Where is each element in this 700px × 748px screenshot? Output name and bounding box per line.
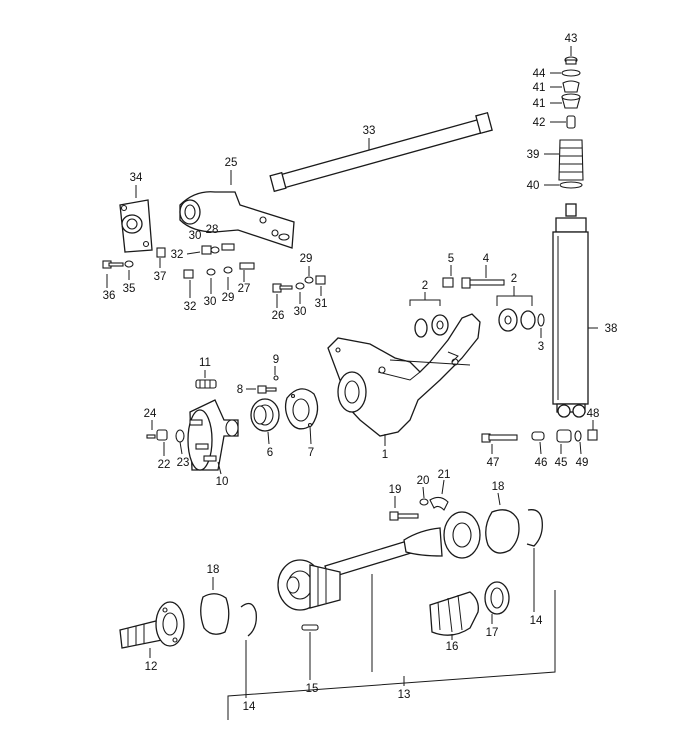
label-30-top: 30 (189, 230, 202, 242)
label-7: 7 (308, 447, 314, 459)
label-37: 37 (154, 271, 167, 283)
label-19: 19 (389, 484, 402, 496)
label-41-lower: 41 (533, 98, 546, 110)
wheel-hub (187, 379, 239, 471)
cv-joint-right (443, 509, 543, 559)
label-1: 1 (382, 449, 388, 461)
label-20: 20 (417, 475, 430, 487)
label-14-left: 14 (243, 701, 256, 713)
label-13: 13 (398, 689, 411, 701)
label-2-right: 2 (511, 273, 517, 285)
label-42: 42 (533, 117, 546, 129)
label-5: 5 (448, 253, 454, 265)
mounting-bracket (119, 199, 153, 253)
bushings (414, 308, 545, 338)
label-41-upper: 41 (533, 82, 546, 94)
label-39: 39 (527, 149, 540, 161)
shock-lower-hardware (481, 429, 598, 443)
label-49: 49 (576, 457, 589, 469)
label-38: 38 (605, 323, 618, 335)
part-labels: 43 44 41 41 42 39 40 33 34 25 28 30 32 3… (103, 33, 618, 713)
label-48: 48 (587, 408, 600, 420)
label-17: 17 (486, 627, 499, 639)
label-21: 21 (438, 469, 451, 481)
drive-shaft (324, 527, 443, 672)
label-32-bottom: 32 (184, 301, 197, 313)
label-45: 45 (555, 457, 568, 469)
label-46: 46 (535, 457, 548, 469)
small-hardware-left (102, 243, 326, 293)
cv-joint-left (277, 559, 341, 611)
label-18-left: 18 (207, 564, 220, 576)
label-30-bottom: 30 (204, 296, 217, 308)
label-6: 6 (267, 447, 273, 459)
label-25: 25 (225, 157, 238, 169)
label-8: 8 (237, 384, 243, 396)
label-40: 40 (527, 180, 540, 192)
label-10: 10 (216, 476, 229, 488)
label-43: 43 (565, 33, 578, 45)
label-24: 24 (144, 408, 157, 420)
label-44: 44 (533, 68, 546, 80)
label-14-right: 14 (530, 615, 543, 627)
label-11: 11 (199, 357, 211, 369)
stub-axle-flange (119, 601, 185, 649)
label-12: 12 (145, 661, 158, 673)
label-23: 23 (177, 457, 190, 469)
label-31: 31 (315, 298, 328, 310)
gaskets-left (200, 593, 257, 637)
label-29-right: 29 (300, 253, 313, 265)
label-36: 36 (103, 290, 116, 302)
label-2-left: 2 (422, 280, 428, 292)
label-35: 35 (123, 283, 136, 295)
label-4: 4 (483, 253, 490, 265)
label-9: 9 (273, 354, 279, 366)
label-16: 16 (446, 641, 459, 653)
label-15: 15 (306, 683, 319, 695)
label-33: 33 (363, 125, 376, 137)
shock-absorber-mount-parts (558, 56, 584, 189)
label-18-right: 18 (492, 481, 505, 493)
label-34: 34 (130, 172, 143, 184)
bearing-cover (284, 388, 319, 430)
label-29-left: 29 (222, 292, 235, 304)
label-26: 26 (272, 310, 285, 322)
boot-and-clamps (301, 581, 510, 636)
label-47: 47 (487, 457, 500, 469)
leader-lines (106, 46, 598, 720)
spring-plate (179, 191, 295, 249)
wheel-bearing (250, 375, 280, 432)
label-27: 27 (238, 283, 251, 295)
trailing-arm (327, 313, 481, 437)
hub-small-parts (146, 429, 185, 443)
torsion-bar (269, 111, 493, 193)
drive-shaft-small-parts (389, 496, 449, 521)
pivot-bolt (442, 277, 505, 289)
label-30-right: 30 (294, 306, 307, 318)
label-28: 28 (206, 224, 219, 236)
label-22: 22 (158, 459, 171, 471)
shock-absorber (552, 203, 589, 418)
label-3: 3 (538, 341, 544, 353)
label-32-top: 32 (171, 249, 184, 261)
